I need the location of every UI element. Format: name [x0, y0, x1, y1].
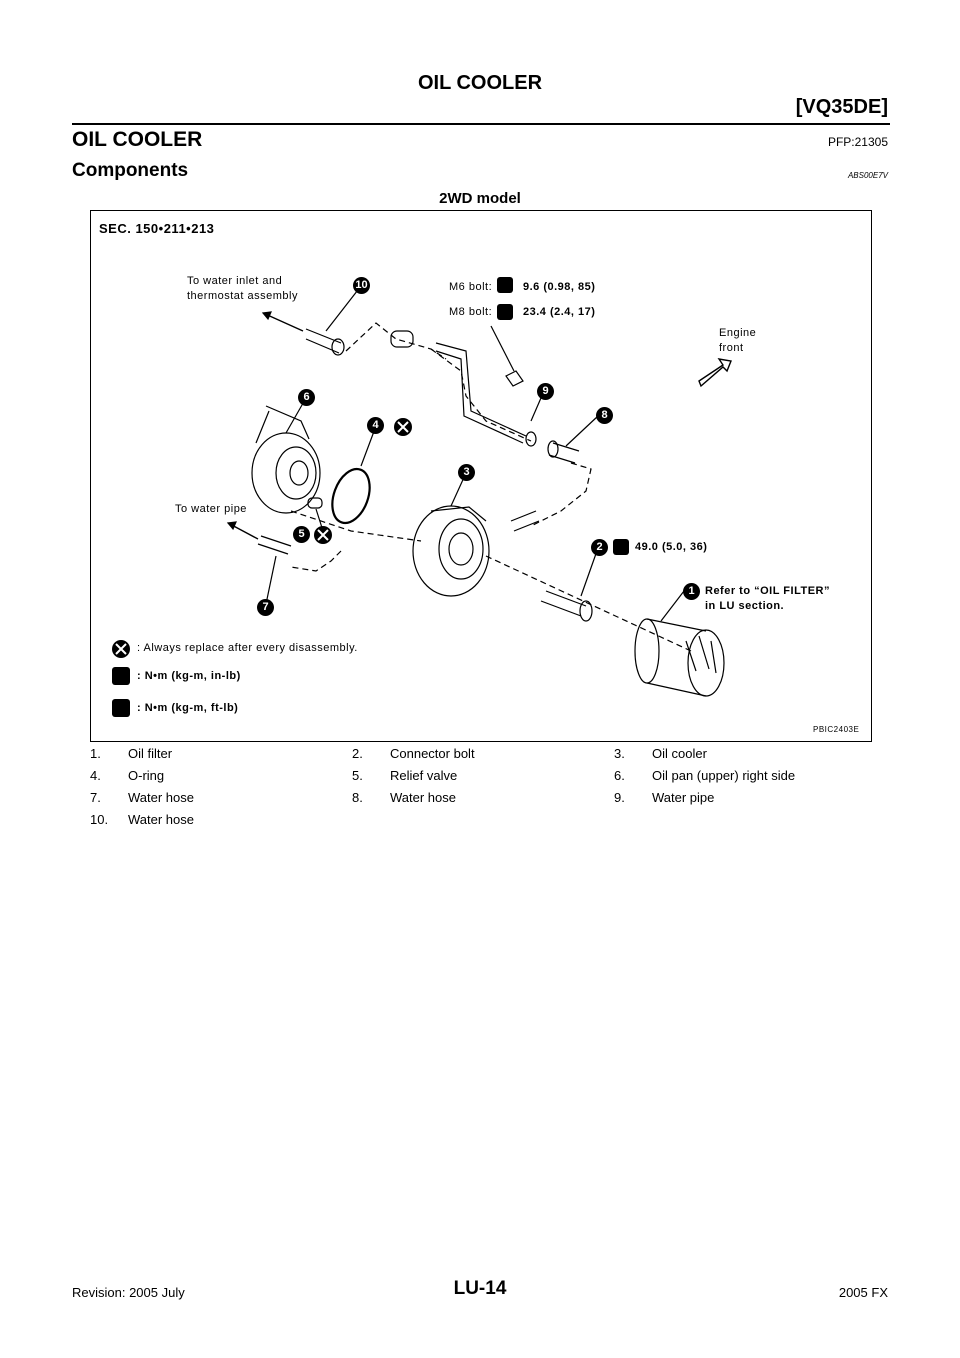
legend-num: 8. [352, 790, 363, 805]
parts-legend: 1. Oil filter 2. Connector bolt 3. Oil cool… [90, 746, 870, 834]
callout-8: 8 [596, 407, 613, 424]
engine-front-label-2: front [719, 342, 744, 354]
subsection-title: Components [72, 160, 189, 181]
callout-9: 9 [537, 383, 554, 400]
label-water-inlet-2: thermostat assembly [187, 290, 298, 302]
footer-model: 2005 FX [838, 1285, 888, 1300]
legend-item: 10. Water hose [90, 812, 352, 834]
legend-label: Oil pan (upper) right side [652, 768, 796, 783]
refer-line-1: Refer to “OIL FILTER” [705, 585, 830, 597]
legend-item: 9. Water pipe [614, 790, 870, 812]
legend-row: 10. Water hose [90, 812, 870, 834]
callout-10: 10 [353, 277, 370, 294]
legend-row: 7. Water hose 8. Water hose 9. Water pipe [90, 790, 870, 812]
callout-3: 3 [458, 464, 475, 481]
legend-row: 4. O-ring 5. Relief valve 6. Oil pan (upper… [90, 768, 870, 790]
legend-item: 8. Water hose [352, 790, 614, 812]
legend-label: Oil filter [128, 746, 173, 761]
label-water-inlet-1: To water inlet and [187, 275, 283, 287]
legend-label: Connector bolt [390, 746, 475, 761]
callout-5: 5 [293, 526, 310, 543]
section-title: OIL COOLER [72, 128, 203, 151]
m6-bolt-torque: 9.6 (0.98, 85) [523, 281, 596, 293]
callout-7: 7 [257, 599, 274, 616]
legend-num: 3. [614, 746, 625, 761]
figure-code: PBIC2403E [813, 725, 860, 734]
legend-item: 3. Oil cooler [614, 746, 870, 768]
callout-4: 4 [367, 417, 384, 434]
legend-row: 1. Oil filter 2. Connector bolt 3. Oil cool… [90, 746, 870, 768]
m8-bolt-label: M8 bolt: [449, 306, 493, 318]
callout-1: 1 [683, 583, 700, 600]
page-header-title: OIL COOLER [417, 72, 543, 94]
water-pipe-label: To water pipe [175, 503, 247, 515]
header-rule [72, 123, 890, 125]
legend-num: 9. [614, 790, 625, 805]
section-code: PFP:21305 [827, 135, 888, 149]
legend-label: Water hose [128, 812, 194, 827]
footer-page-number: LU-14 [453, 1278, 507, 1299]
subsection-code: ABS00E7V [847, 171, 888, 180]
legend-num: 1. [90, 746, 101, 761]
model-label: 2WD model [439, 190, 521, 207]
diagram-drawing [112, 277, 732, 717]
m8-bolt-torque: 23.4 (2.4, 17) [523, 306, 596, 318]
callout-2: 2 [591, 539, 608, 556]
components-diagram: SEC. 150•211•213 To water inlet and ther… [90, 210, 872, 742]
legend-item: 1. Oil filter [90, 746, 352, 768]
legend-num: 2. [352, 746, 363, 761]
legend-num: 10. [90, 812, 109, 827]
legend-num: 6. [614, 768, 625, 783]
legend-label: Water hose [390, 790, 456, 805]
legend-label: Oil cooler [652, 746, 707, 761]
legend-label: Water pipe [652, 790, 715, 805]
legend-replace-text: : Always replace after every disassembly… [137, 642, 358, 654]
legend-item: 5. Relief valve [352, 768, 614, 790]
legend-num: 7. [90, 790, 101, 805]
legend-item: 6. Oil pan (upper) right side [614, 768, 870, 790]
m6-bolt-label: M6 bolt: [449, 281, 493, 293]
connector-bolt-torque: 49.0 (5.0, 36) [635, 541, 708, 553]
legend-inlb-text: : N•m (kg-m, in-lb) [137, 670, 241, 682]
engine-code: [VQ35DE] [795, 96, 888, 118]
refer-line-2: in LU section. [705, 600, 785, 612]
footer-revision: Revision: 2005 July [72, 1285, 185, 1300]
legend-num: 4. [90, 768, 101, 783]
legend-label: Water hose [128, 790, 194, 805]
sec-label: SEC. 150•211•213 [99, 221, 215, 236]
legend-item: 7. Water hose [90, 790, 352, 812]
engine-front-label-1: Engine [719, 327, 757, 339]
legend-item: 2. Connector bolt [352, 746, 614, 768]
legend-item: 4. O-ring [90, 768, 352, 790]
legend-num: 5. [352, 768, 363, 783]
legend-label: Relief valve [390, 768, 458, 783]
legend-label: O-ring [128, 768, 165, 783]
legend-ftlb-text: : N•m (kg-m, ft-lb) [137, 702, 239, 714]
callout-6: 6 [298, 389, 315, 406]
